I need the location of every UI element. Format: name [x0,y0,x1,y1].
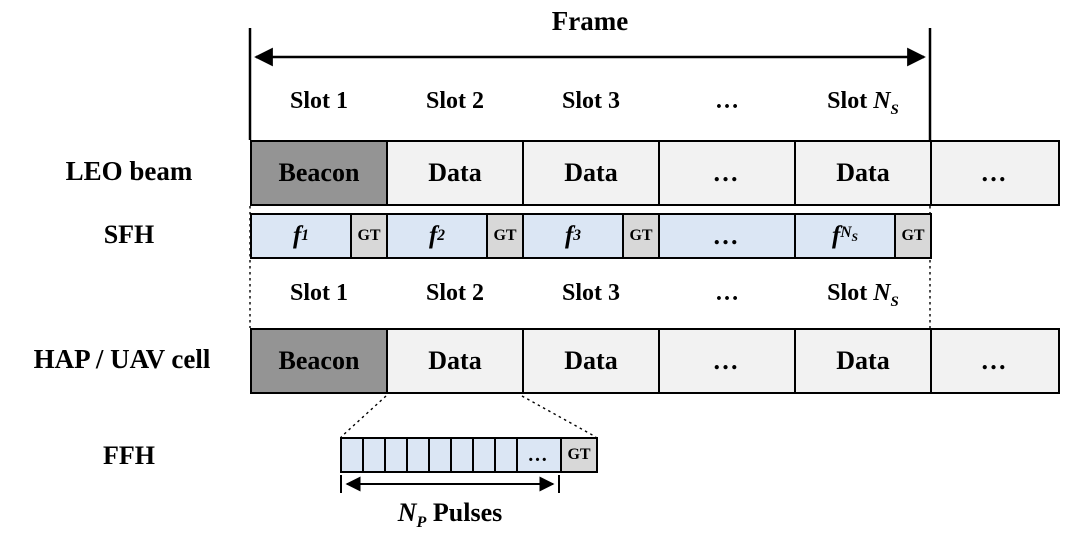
ffh-row-label: FFH [103,441,155,470]
slot-label-hap-1: Slot 1 [289,280,348,306]
ffh-expansion-line-left [340,395,387,438]
slot-label-leo-ns: Slot NS [827,88,899,118]
sfh-guard-time-ns: GT [894,213,932,259]
slot-label-hap-ns: Slot NS [827,280,899,310]
leo-slot-data-2: Data [522,140,660,206]
hap-uav-row-label: HAP / UAV cell [33,344,211,374]
ffh-guard-time: GT [560,437,598,473]
slot-label-leo-3: Slot 3 [561,88,620,114]
ffh-pulse-cell [384,437,408,473]
sfh-guard-time-3: GT [622,213,660,259]
hap-slot-ellipsis: … [658,328,796,394]
sfh-guard-time-1: GT [350,213,388,259]
hap-slot-beacon: Beacon [250,328,388,394]
ffh-pulse-cell [494,437,518,473]
leo-slot-data-ns: Data [794,140,932,206]
slot-label-leo-2: Slot 2 [425,88,484,114]
pulse-count-annotation: NP Pulses [397,498,503,532]
slot-label-hap-ellipsis: … [715,280,739,306]
ffh-pulse-cell [428,437,452,473]
ffh-pulse-cell [340,437,364,473]
slot-label-leo-1: Slot 1 [289,88,348,114]
hap-overflow-cell: … [930,328,1060,394]
slot-label-hap-3: Slot 3 [561,280,620,306]
sfh-row-label: SFH [103,220,155,249]
ffh-pulse-cell [472,437,496,473]
leo-slot-data-1: Data [386,140,524,206]
ffh-pulse-cell [362,437,386,473]
ffh-expansion-line-right [521,395,597,438]
slot-label-leo-ellipsis: … [715,88,739,114]
leo-beam-row-label: LEO beam [65,156,193,186]
hap-slot-data-1: Data [386,328,524,394]
sfh-guard-time-2: GT [486,213,524,259]
frame-title: Frame [551,6,629,36]
hap-slot-data-2: Data [522,328,660,394]
leo-slot-ellipsis: … [658,140,796,206]
sfh-slot-ellipsis: … [658,213,796,259]
leo-slot-beacon: Beacon [250,140,388,206]
slot-label-hap-2: Slot 2 [425,280,484,306]
hap-slot-data-ns: Data [794,328,932,394]
ffh-pulse-cell [406,437,430,473]
ffh-ellipsis-cell: … [516,437,562,473]
leo-overflow-cell: … [930,140,1060,206]
ffh-pulse-cell [450,437,474,473]
